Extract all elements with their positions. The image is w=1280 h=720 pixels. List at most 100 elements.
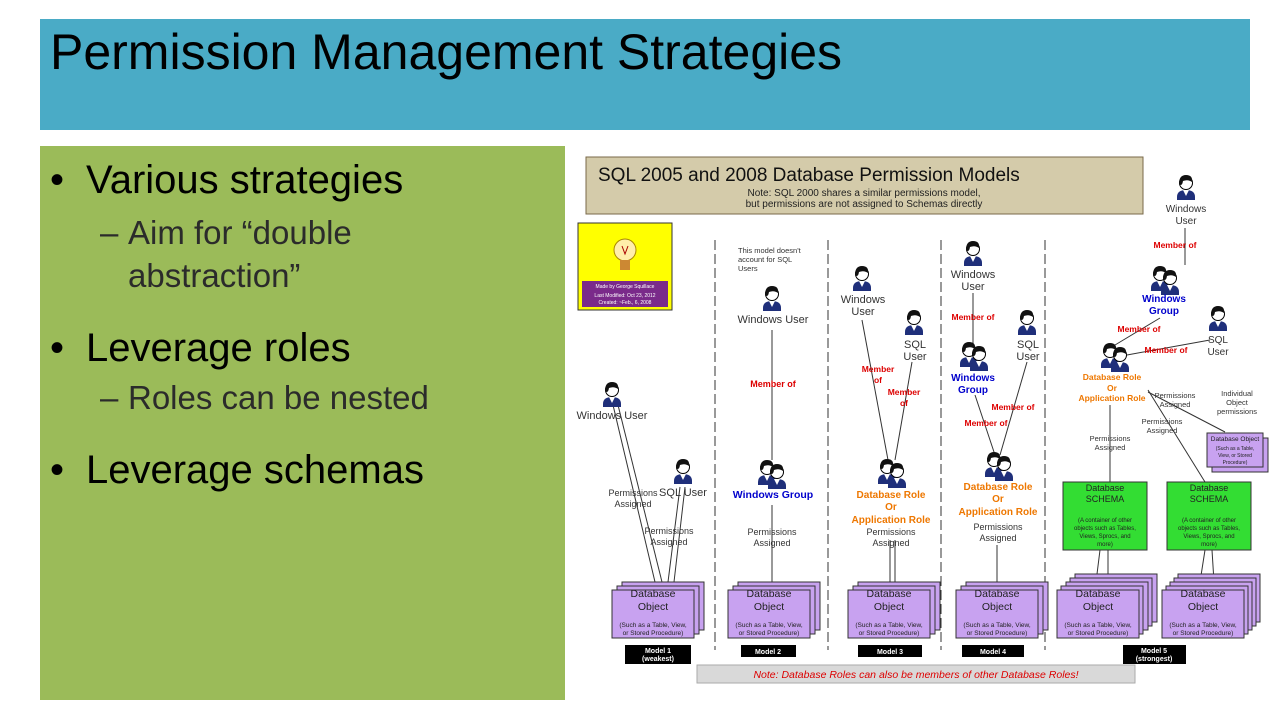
assigned-label: Assigned xyxy=(979,533,1016,543)
database-object-note: or Stored Procedure) xyxy=(623,630,684,637)
sub-bullet-dash: – xyxy=(100,214,119,251)
database-object-label: Database Object xyxy=(1211,436,1260,443)
bullet-item: • Leverage roles xyxy=(50,326,351,371)
database-object-stack xyxy=(611,581,705,639)
model-badge xyxy=(1123,645,1186,664)
diagram-note: Note: SQL 2000 shares a similar permissi… xyxy=(747,188,980,199)
bullet-item: • Leverage schemas xyxy=(50,448,424,493)
schema-label: SCHEMA xyxy=(1190,494,1229,504)
database-object-note: (Such as a Table, View, xyxy=(735,622,803,629)
member-of-label: Member of xyxy=(992,402,1035,412)
database-object-label: Object xyxy=(1083,601,1113,613)
database-schema-box xyxy=(1062,481,1148,551)
database-object-note: or Stored Procedure) xyxy=(967,630,1028,637)
schema-note: more) xyxy=(1201,542,1217,548)
database-object-stack xyxy=(955,581,1049,639)
database-object-label: Object xyxy=(874,601,904,613)
schema-label: Database xyxy=(1086,483,1125,493)
schema-label: Database xyxy=(1190,483,1229,493)
windows-label: Windows xyxy=(841,294,886,306)
permissions-label: Permissions xyxy=(1142,417,1183,426)
title-bar: Permission Management Strategies xyxy=(40,19,1250,130)
database-object-note: or Stored Procedure) xyxy=(739,630,800,637)
model-label: Model 1 xyxy=(645,648,671,655)
diagram-header-box xyxy=(585,156,1144,215)
bullet-text: Leverage schemas xyxy=(86,448,424,492)
windows-user-icon xyxy=(1176,174,1196,201)
assigned-label: Assigned xyxy=(614,499,651,509)
logo-text: Made by George Squillace xyxy=(596,284,655,290)
windows-label: Windows xyxy=(951,269,996,281)
user-label: User xyxy=(1175,216,1197,227)
slide-title: Permission Management Strategies xyxy=(50,24,843,80)
sql-user-icon xyxy=(904,309,924,336)
sub-bullet-dash: – xyxy=(100,379,119,416)
member-of-label: Member of xyxy=(1118,324,1161,334)
member-of-label: Member of xyxy=(750,379,797,389)
database-object-note: Procedure) xyxy=(1223,460,1248,466)
assigned-label: Assigned xyxy=(1160,400,1191,409)
database-object-note: or Stored Procedure) xyxy=(1068,630,1129,637)
bullet-dot: • xyxy=(50,448,65,492)
member-label: Member xyxy=(888,387,921,397)
model-badge xyxy=(962,645,1024,657)
diagram-note: but permissions are not assigned to Sche… xyxy=(746,199,983,210)
schema-note: (A container of other xyxy=(1078,518,1132,524)
lightbulb-icon xyxy=(613,238,637,270)
group-label: Group xyxy=(1149,306,1179,317)
windows-user-label: Windows User xyxy=(738,314,809,326)
schema-label: SCHEMA xyxy=(1086,494,1125,504)
model-badge xyxy=(625,645,691,664)
windows-label: Windows xyxy=(951,373,995,384)
model-badge xyxy=(858,645,922,657)
individual-permissions-label: Object xyxy=(1226,398,1249,407)
of-label: of xyxy=(900,398,908,408)
permissions-label: Permissions xyxy=(973,522,1023,532)
of-label: of xyxy=(874,375,882,385)
sql-label: SQL xyxy=(1017,339,1039,351)
sub-bullet-item: – Roles can be nested xyxy=(100,376,429,419)
database-object-label: Database xyxy=(1181,588,1226,600)
database-object-label: Object xyxy=(982,601,1012,613)
database-object-note: or Stored Procedure) xyxy=(859,630,920,637)
assigned-label: Assigned xyxy=(753,538,790,548)
permissions-label: Permissions xyxy=(608,488,658,498)
database-object-label: Database xyxy=(867,588,912,600)
model-label: Model 2 xyxy=(755,649,781,656)
windows-user-icon xyxy=(762,285,782,312)
user-label: User xyxy=(903,351,927,363)
database-object-label: Object xyxy=(1188,601,1218,613)
database-object-stack xyxy=(1161,573,1261,639)
sub-bullet-text: Aim for “double abstraction” xyxy=(128,214,352,294)
database-object-stack xyxy=(847,581,941,639)
logo-text: Last Modified: Oct 23, 2012 xyxy=(594,293,655,299)
footer-note-box xyxy=(696,664,1136,684)
model-label: Model 5 xyxy=(1141,648,1167,655)
windows-label: Windows xyxy=(1142,294,1186,305)
windows-label: Windows xyxy=(1166,204,1207,215)
schema-note: Views, Sprocs, and xyxy=(1183,534,1234,540)
sql-label: SQL xyxy=(904,339,926,351)
assigned-label: Assigned xyxy=(650,537,687,547)
database-schema-box xyxy=(1166,481,1252,551)
permissions-label: Permissions xyxy=(1090,434,1131,443)
sql-user-icon xyxy=(673,458,693,485)
bullet-item: • Various strategies xyxy=(50,158,403,203)
sub-bullet-item: – Aim for “double abstraction” xyxy=(100,211,418,297)
model-label: Model 4 xyxy=(980,649,1006,656)
windows-user-icon xyxy=(852,265,872,292)
permissions-label: Permissions xyxy=(644,526,694,536)
assigned-label: Assigned xyxy=(872,538,909,548)
sql-user-icon xyxy=(1017,309,1037,336)
model-note: This model doesn't xyxy=(738,246,802,255)
database-object-label: Database xyxy=(1076,588,1121,600)
database-role-label: Database Role xyxy=(964,482,1033,493)
schema-note: (A container of other xyxy=(1182,518,1236,524)
database-object-label: Database xyxy=(631,588,676,600)
sql-label: SQL xyxy=(1208,335,1228,346)
database-role-label: Application Role xyxy=(959,507,1038,518)
database-object-note: (Such as a Table, xyxy=(1216,446,1255,452)
user-label: User xyxy=(1016,351,1040,363)
database-role-label: Database Role xyxy=(857,490,926,501)
